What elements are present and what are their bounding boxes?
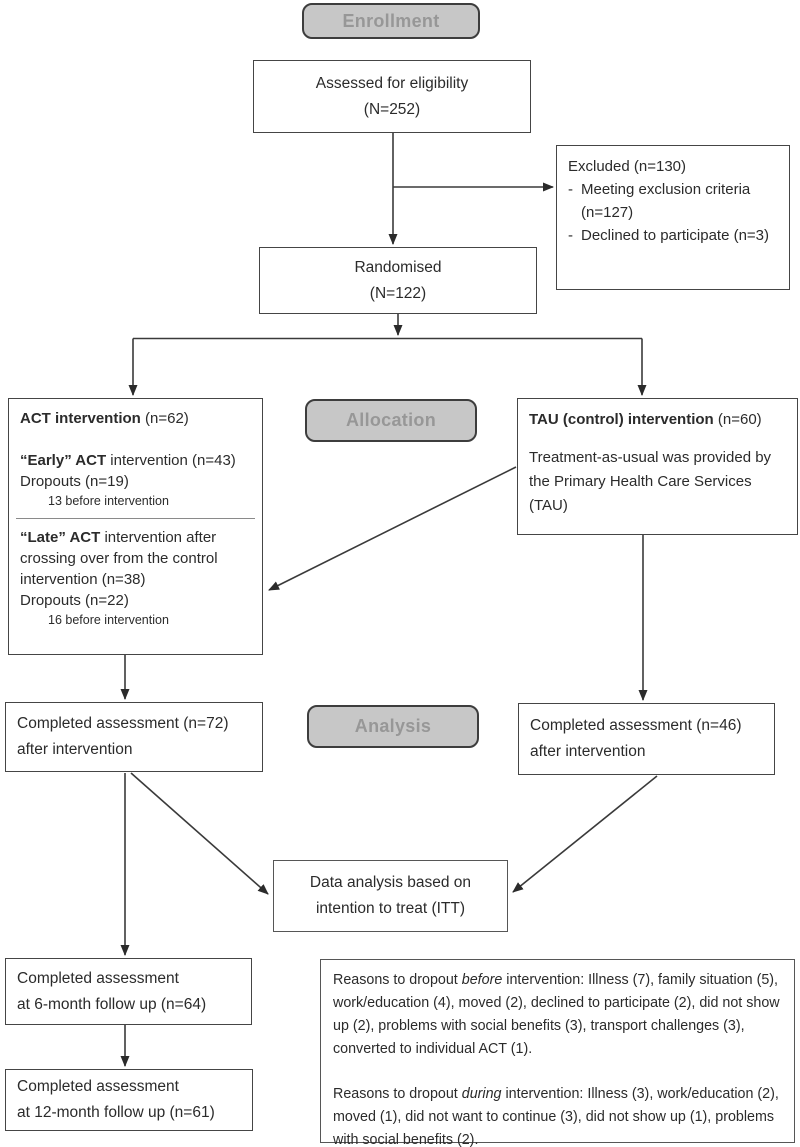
completed-act-line1: Completed assessment (n=72) [17,715,229,732]
act-late-dropouts: Dropouts (n=22) [20,592,129,609]
dash-bullet: - [568,181,573,198]
followup12-line2: at 12-month follow up (n=61) [17,1104,215,1121]
box-completed-tau: Completed assessment (n=46) after interv… [518,703,775,775]
excluded-item-2: - Declined to participate (n=3) [568,224,778,247]
arrow-completed72-to-itt [130,772,269,895]
act-late-line: “Late” ACT intervention after crossing o… [20,527,251,590]
dash-bullet: - [568,227,573,244]
completed-tau-line1: Completed assessment (n=46) [530,717,742,734]
excluded-title: Excluded (n=130) [568,158,686,175]
phase-badge-enrollment: Enrollment [302,3,480,39]
act-late-bold: “Late” ACT [20,529,101,546]
act-early-note: 13 before intervention [48,494,169,508]
act-title-bold: ACT intervention [20,410,141,427]
arrow-tau-crossover-to-act [268,466,517,591]
tau-title-bold: TAU (control) intervention [529,411,714,428]
completed-tau-line2: after intervention [530,743,646,760]
completed-act-line2: after intervention [17,741,133,758]
reasons-before-prefix: Reasons to dropout [333,972,462,988]
box-12month-followup: Completed assessment at 12-month follow … [5,1069,253,1131]
reasons-during-prefix: Reasons to dropout [333,1086,462,1102]
tau-body: Treatment-as-usual was provided by the P… [529,449,772,514]
followup6-line2: at 6-month follow up (n=64) [17,995,207,1013]
randomised-line2: (N=122) [369,284,427,302]
phase-badge-allocation: Allocation [305,399,477,442]
act-box-divider [16,518,255,519]
arrow-completed46-to-itt [512,775,658,893]
reasons-during-italic: during [461,1086,502,1102]
box-randomised: Randomised (N=122) [259,247,537,314]
itt-line2: intention to treat (ITT) [315,900,466,917]
randomised-line1: Randomised [354,258,442,276]
excluded-item-1: - Meeting exclusion criteria (n=127) [568,178,778,224]
box-excluded: Excluded (n=130) - Meeting exclusion cri… [556,145,790,290]
box-assessed-eligibility: Assessed for eligibility (N=252) [253,60,531,133]
act-title-rest: (n=62) [140,410,189,427]
box-6month-followup: Completed assessment at 6-month follow u… [5,958,252,1025]
reasons-during-paragraph: Reasons to dropout during intervention: … [333,1083,782,1147]
tau-title: TAU (control) intervention (n=60) [529,408,786,432]
act-early-line: “Early” ACT intervention (n=43) [20,450,251,471]
reasons-before-italic: before [461,972,503,988]
box-dropout-reasons: Reasons to dropout before intervention: … [320,959,795,1147]
reasons-before-paragraph: Reasons to dropout before intervention: … [333,969,782,1061]
box-tau-intervention: TAU (control) intervention (n=60) Treatm… [517,398,798,535]
act-early-bold: “Early” ACT [20,452,107,469]
assessed-line1: Assessed for eligibility [315,74,469,92]
box-completed-act: Completed assessment (n=72) after interv… [5,702,263,772]
followup12-line1: Completed assessment [17,1078,179,1095]
excluded-item-2-text: Declined to participate (n=3) [581,227,770,244]
assessed-line2: (N=252) [363,100,421,118]
box-itt-analysis: Data analysis based on intention to trea… [273,860,508,932]
act-early-dropouts: Dropouts (n=19) [20,473,129,490]
act-late-rest: intervention after crossing over from th… [20,529,218,588]
reasons-before-rest: intervention: Illness (7), family situat… [333,972,780,1057]
act-late-note: 16 before intervention [48,613,169,627]
act-title: ACT intervention (n=62) [20,408,251,429]
itt-line1: Data analysis based on [309,874,472,891]
tau-title-rest: (n=60) [713,411,762,428]
excluded-item-1-text: Meeting exclusion criteria (n=127) [581,181,751,221]
box-act-intervention: ACT intervention (n=62) “Early” ACT inte… [8,398,263,655]
phase-badge-analysis: Analysis [307,705,479,748]
reasons-during-rest: intervention: Illness (3), work/educatio… [333,1086,779,1147]
act-early-rest: intervention (n=43) [106,452,236,469]
followup6-line1: Completed assessment [17,969,179,987]
